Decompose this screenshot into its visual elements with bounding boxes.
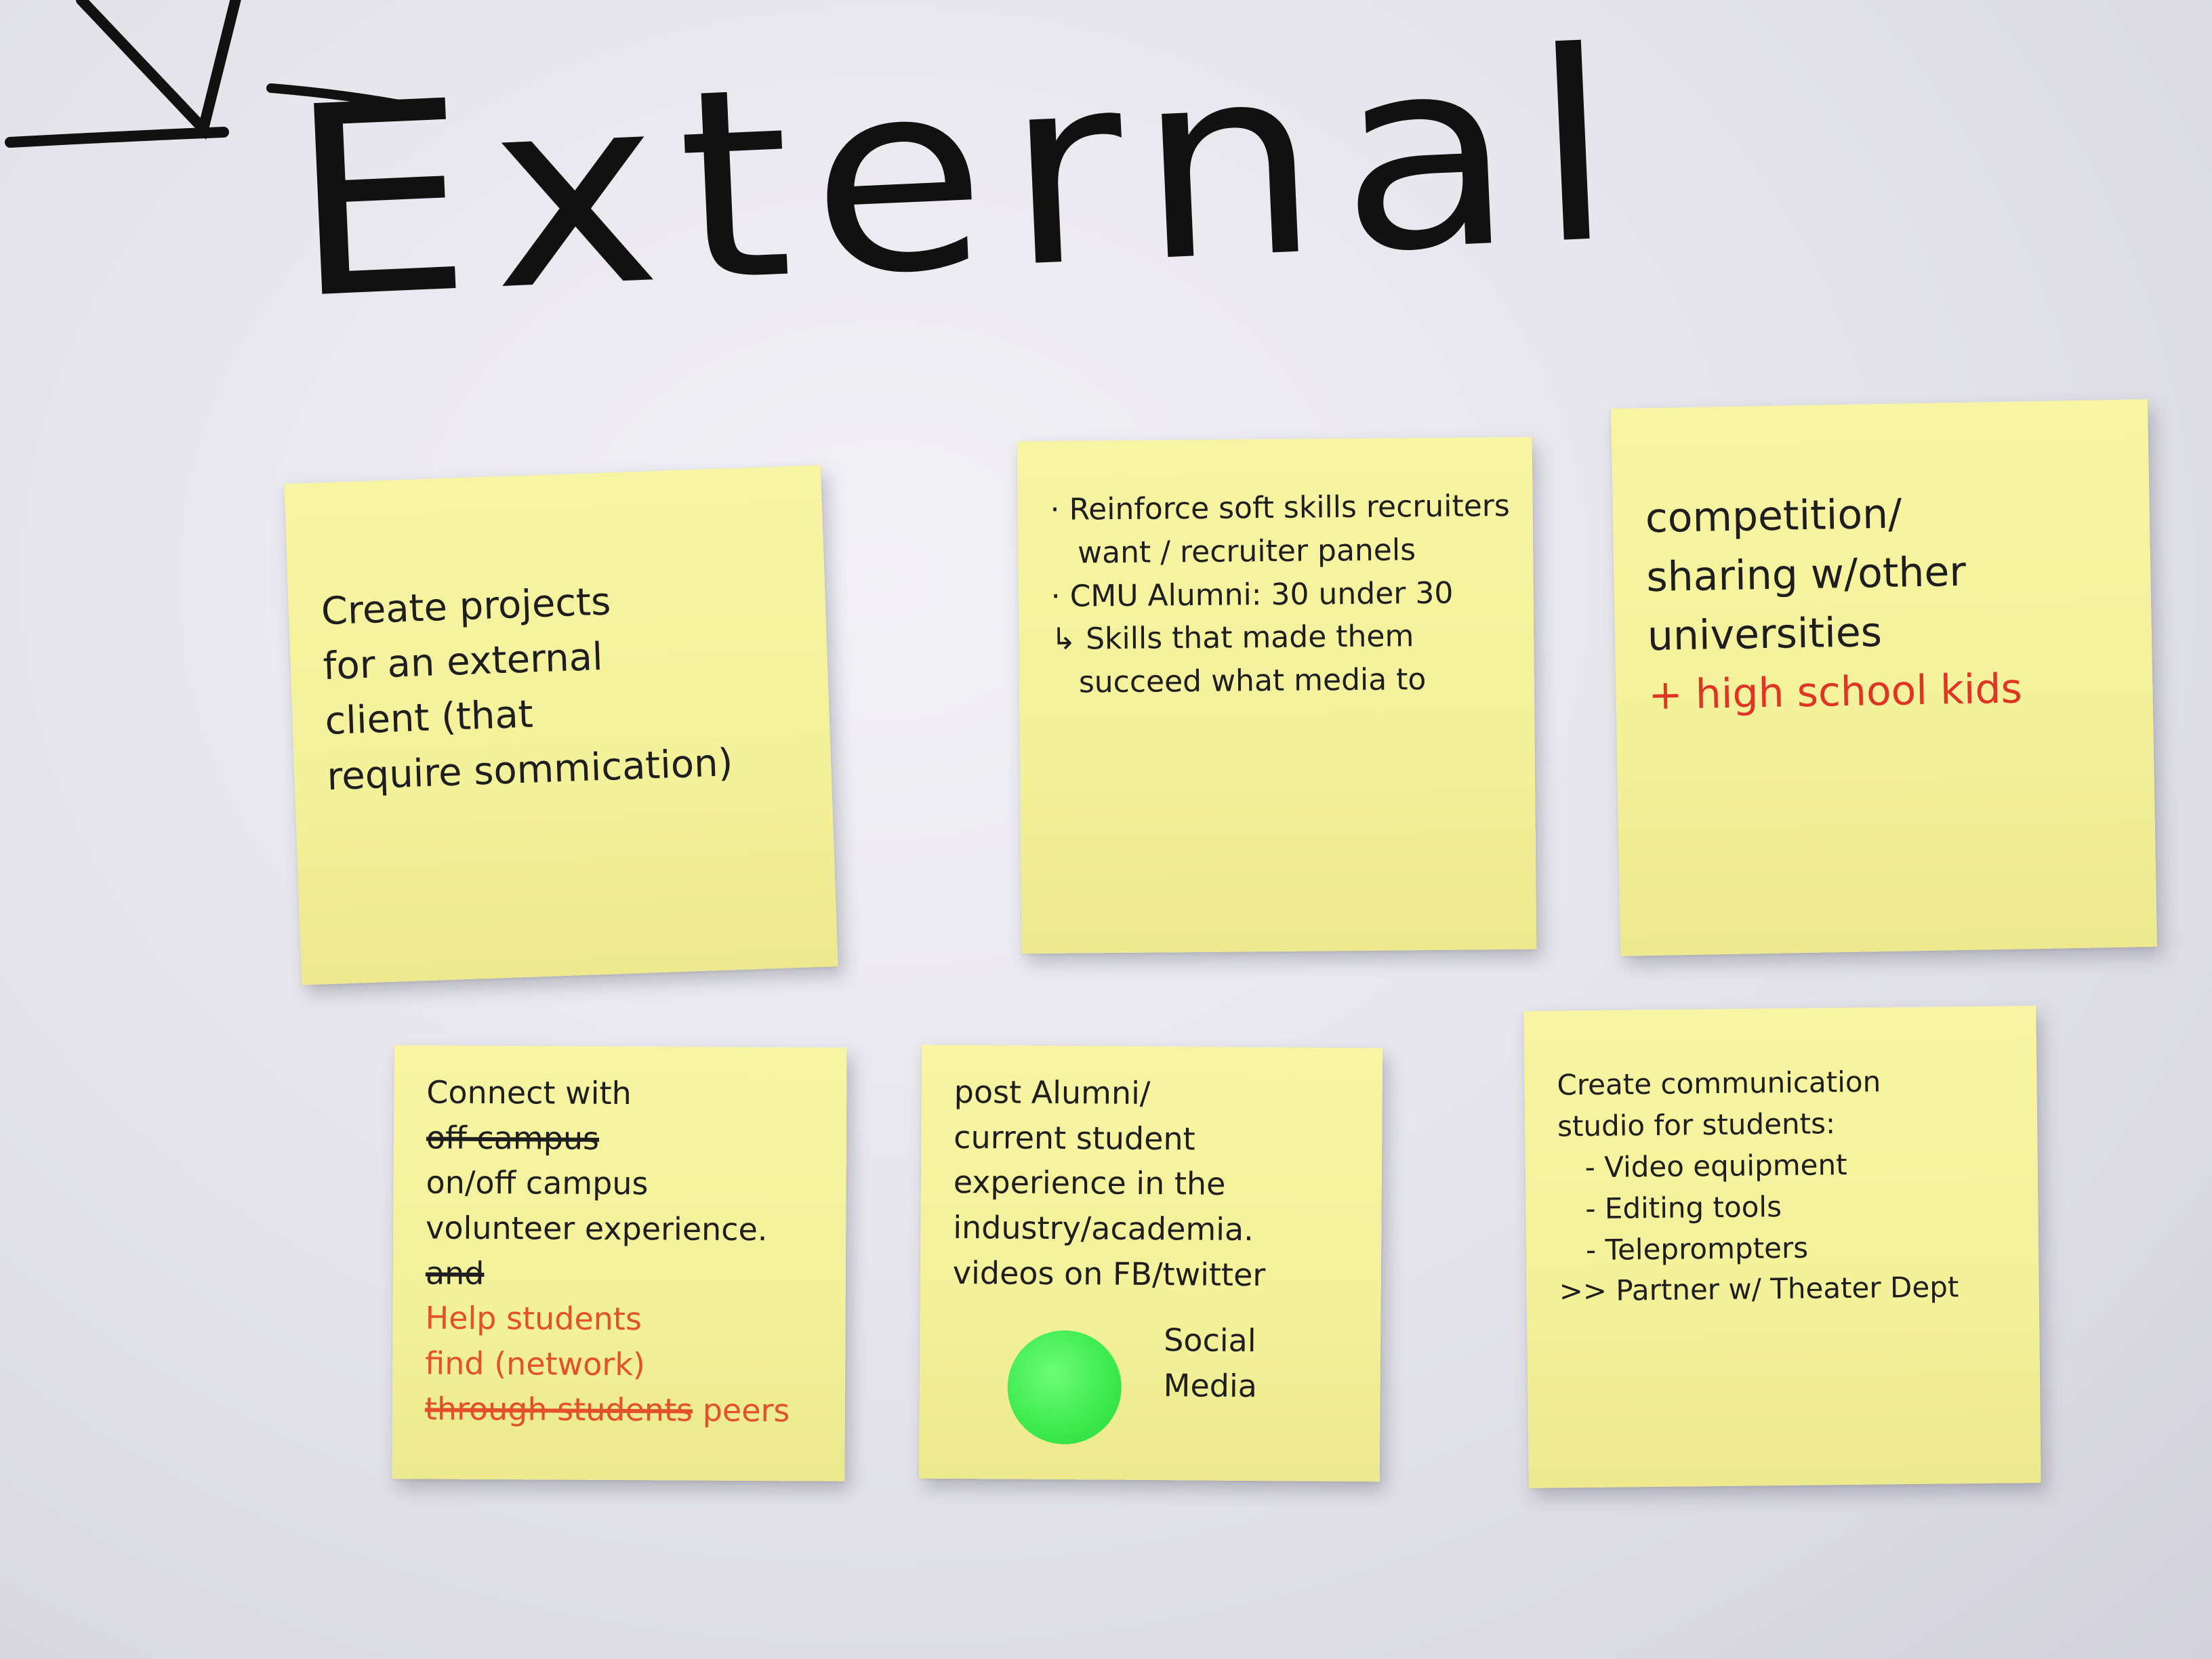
note-line: Social xyxy=(1164,1322,1256,1359)
note-line: - Editing tools xyxy=(1585,1189,1782,1225)
note-line: universities xyxy=(1647,609,1883,661)
note-line-struck: and xyxy=(425,1254,485,1292)
sticky-note-volunteer: Connect with off campus on/off campus vo… xyxy=(392,1045,847,1481)
note-line-struck: through students xyxy=(424,1390,693,1429)
note-line: >> Partner w/ Theater Dept xyxy=(1559,1270,1959,1308)
note-line: volunteer experience. xyxy=(426,1209,768,1248)
note-line: experience in the xyxy=(953,1164,1226,1203)
arrow-icon xyxy=(5,0,425,148)
note-line: post Alumni/ xyxy=(954,1073,1151,1111)
sticky-note-alumni-videos: post Alumni/ current student experience … xyxy=(918,1044,1383,1482)
note-line: · CMU Alumni: 30 under 30 xyxy=(1050,575,1454,614)
note-line: ↳ Skills that made them xyxy=(1051,619,1414,657)
note-line: Create communication xyxy=(1557,1065,1881,1102)
note-line: succeed what media to xyxy=(1078,662,1427,700)
note-line: videos on FB/twitter xyxy=(952,1254,1266,1293)
note-line: on/off campus xyxy=(426,1164,649,1202)
sticky-note-communication-studio: Create communication studio for students… xyxy=(1523,1006,2041,1488)
note-line: studio for students: xyxy=(1557,1107,1836,1143)
green-dot-sticker xyxy=(1007,1330,1122,1445)
note-line-red: + high school kids xyxy=(1647,665,2023,720)
note-line: Media xyxy=(1163,1366,1258,1404)
note-line: · Reinforce soft skills recruiters xyxy=(1050,488,1511,527)
note-line: current student xyxy=(954,1118,1195,1158)
sticky-note-competition: competition/ sharing w/other universitie… xyxy=(1611,399,2157,956)
note-line: industry/academia. xyxy=(953,1209,1254,1248)
note-line: Connect with xyxy=(426,1073,632,1112)
note-line-orange: find (network) xyxy=(425,1345,646,1383)
note-line: want / recruiter panels xyxy=(1077,533,1416,571)
sticky-note-external-client: Create projects for an external client (… xyxy=(284,465,838,985)
page-title: External xyxy=(283,0,1639,358)
note-line: - Teleprompters xyxy=(1585,1231,1809,1267)
note-line: - Video equipment xyxy=(1584,1147,1847,1184)
sticky-note-soft-skills: · Reinforce soft skills recruiters want … xyxy=(1017,436,1537,954)
note-line: sharing w/other xyxy=(1645,548,1967,602)
note-line-orange: Help students xyxy=(425,1299,642,1338)
note-word: peers xyxy=(702,1391,790,1429)
note-line-orange: through students peers xyxy=(425,1386,813,1433)
note-line: competition/ xyxy=(1645,490,1902,543)
social-media-label: Social Media xyxy=(1164,1317,1258,1408)
note-line-struck: off campus xyxy=(426,1119,600,1157)
